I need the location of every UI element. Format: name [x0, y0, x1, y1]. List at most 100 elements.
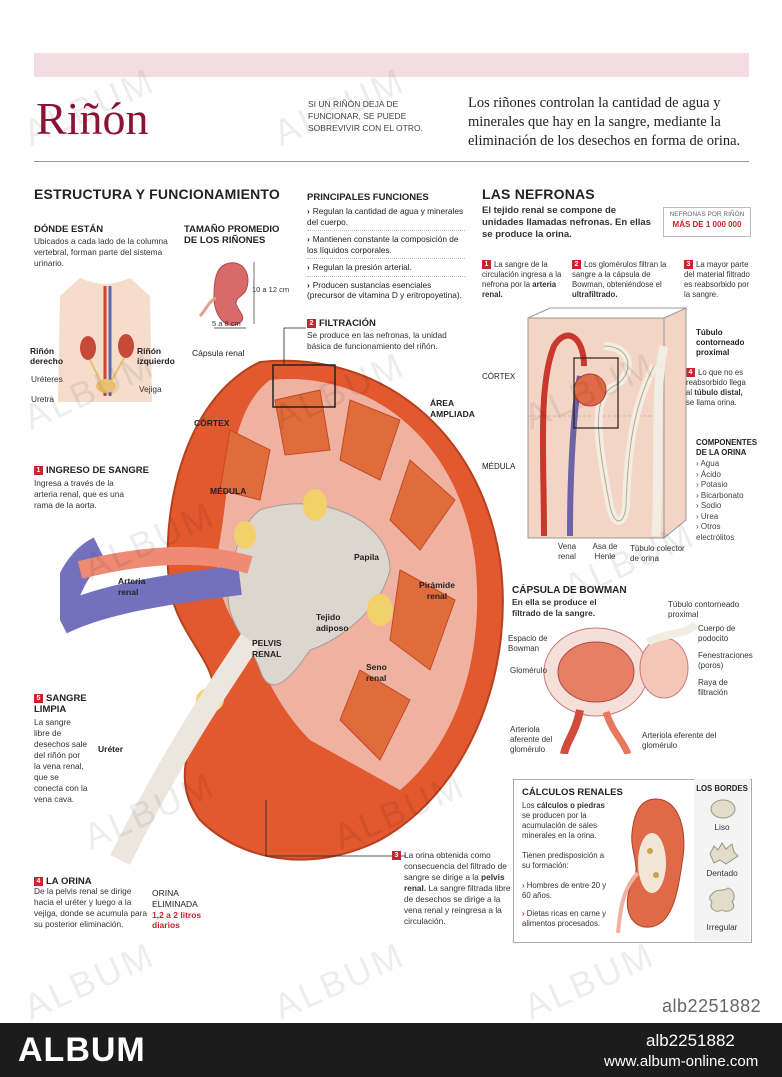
step-2-text: Se produce en las nefronas, la unidad bá…: [307, 330, 447, 351]
orina-eliminada-label: ORINA ELIMINADA: [152, 888, 198, 909]
label-ureter: Uréter: [98, 744, 124, 754]
step-5-text: La sangre libre de desechos sale del riñ…: [34, 717, 88, 804]
header-band: [34, 53, 749, 77]
funcion-item: Mantienen constante la composición de lo…: [307, 231, 465, 259]
label-rinon-derecho: Riñón derecho: [30, 346, 64, 366]
label-fenestraciones: Fenestraciones (poros): [698, 651, 753, 670]
step-1-text: Ingresa a través de la arteria renal, qu…: [34, 478, 124, 510]
tamano-title: TAMAÑO PROMEDIO DE LOS RIÑONES: [184, 224, 280, 246]
funcion-item: Regulan la cantidad de agua y minerales …: [307, 203, 465, 231]
footer-url[interactable]: www.album-online.com: [604, 1053, 759, 1070]
label-piramide-renal: Pirámide renal: [419, 580, 455, 601]
calculos-item: › Dietas ricas en carne y alimentos proc…: [522, 909, 607, 928]
label-vejiga: Vejiga: [139, 384, 162, 394]
torso-figure: [58, 278, 152, 402]
kidney-illustration: [60, 359, 504, 865]
orina-eliminada-value: 1,2 a 2 litros diarios: [152, 910, 202, 930]
label-tubulo-colector: Túbulo colector de orina: [630, 544, 685, 563]
label-cortex: CÓRTEX: [194, 418, 230, 428]
page-title: Riñón: [36, 93, 149, 144]
footer-logo: ALBUM: [18, 1031, 146, 1069]
label-vena-renal: Vena renal: [557, 542, 577, 561]
funciones-heading: PRINCIPALES FUNCIONES: [307, 192, 429, 203]
componentes-title: COMPONENTES DE LA ORINA: [696, 438, 758, 457]
calculos-box: [513, 779, 752, 943]
label-arteriola-eferente: Arteriola eferente del glomérulo: [642, 731, 717, 750]
size-width: 5 a 8 cm: [212, 319, 241, 328]
stone-dentado-icon: [709, 842, 739, 865]
bowman-illustration: [543, 622, 700, 754]
header-intro: Los riñones controlan la cantidad de agu…: [468, 95, 741, 149]
nefronas-heading: LAS NEFRONAS: [482, 186, 595, 202]
funcion-item: Producen sustancias esenciales (precurso…: [307, 277, 465, 304]
kidney-stones-figure: [616, 798, 685, 933]
label-pelvis-renal: PELVIS RENAL: [252, 638, 282, 659]
componente-item: › Agua: [696, 459, 720, 468]
footer-code: alb2251882: [646, 1031, 735, 1050]
label-espacio-bowman: Espacio de Bowman: [508, 634, 548, 653]
bowman-heading: CÁPSULA DE BOWMAN: [512, 585, 627, 596]
label-raya-filtracion: Raya de filtración: [698, 678, 728, 697]
componente-item: › Otros electrólitos: [696, 522, 735, 542]
watermark: ALBUM: [17, 933, 162, 1028]
label-area-ampliada: ÁREA AMPLIADA: [430, 398, 475, 419]
nefronas-count-value: MÁS DE 1 000 000: [672, 220, 742, 229]
componente-item: › Bicarbonato: [696, 490, 744, 500]
borde-dentado: Dentado: [706, 868, 738, 878]
footer-bar: ALBUM alb2251882 www.album-online.com: [0, 1023, 782, 1077]
nefronas-count-box: NEFRONAS POR RIÑÓN MÁS DE 1 000 000: [663, 207, 751, 237]
image-code: alb2251882: [662, 996, 762, 1016]
calculos-heading: CÁLCULOS RENALES: [522, 787, 623, 798]
funciones-list: Regulan la cantidad de agua y minerales …: [307, 203, 465, 304]
label-asa-henle: Asa de Henle: [592, 542, 618, 561]
leader-step-3: [265, 800, 406, 857]
componente-item: › Sodio: [696, 501, 722, 510]
label-medula: MÉDULA: [210, 486, 247, 496]
step-4-text: De la pelvis renal se dirige hacia el ur…: [34, 886, 148, 929]
donde-text: Ubicados a cada lado de la columna verte…: [34, 236, 168, 268]
label-papila: Papila: [354, 552, 380, 562]
header-note: Si un riñón deja de funcionar, se puede …: [308, 99, 423, 133]
calculos-pred: Tienen predisposición a su formación:: [522, 851, 605, 870]
componente-item: › Urea: [696, 511, 719, 521]
bowman-sub: En ella se produce el filtrado de la san…: [512, 597, 597, 618]
leader-filtracion: [283, 327, 306, 364]
watermark: ALBUM: [267, 933, 412, 1028]
funcion-item: Regulan la presión arterial.: [307, 259, 465, 277]
label-bowman-tubulo: Túbulo contorneado proximal: [668, 600, 740, 619]
header-divider: [34, 161, 749, 162]
label-tubulo-proximal: Túbulo contorneado proximal: [696, 328, 745, 357]
label-uretra: Uretra: [31, 394, 55, 404]
nephron-illustration: [527, 307, 687, 539]
componente-item: › Ácido: [696, 469, 721, 479]
kidney-size-figure: [198, 262, 255, 329]
label-glomerulo: Glomérulo: [510, 666, 547, 675]
label-tejido-adiposo: Tejido adiposo: [316, 612, 349, 633]
nefronas-count-label: NEFRONAS POR RIÑÓN: [669, 211, 745, 218]
label-arteria-renal: Arteria renal: [118, 576, 146, 597]
donde-title: DÓNDE ESTÁN: [34, 224, 104, 235]
watermark: ALBUM: [517, 933, 662, 1028]
borde-liso: Liso: [714, 822, 730, 832]
bordes-title: LOS BORDES: [696, 784, 748, 793]
label-seno-renal: Seno renal: [366, 662, 387, 683]
label-nefrona-medula: MÉDULA: [482, 462, 516, 471]
stone-irregular-icon: [709, 887, 735, 912]
calculos-item: › Hombres de entre 20 y 60 años.: [522, 881, 607, 900]
estructura-heading: ESTRUCTURA Y FUNCIONAMIENTO: [34, 186, 281, 202]
size-height: 10 a 12 cm: [252, 285, 290, 294]
label-rinon-izquierdo: Riñón izquierdo: [137, 346, 175, 366]
componente-item: › Potasio: [696, 480, 728, 489]
label-ureteres: Uréteres: [31, 374, 63, 384]
stone-liso-icon: [710, 799, 736, 819]
calculos-text: Los cálculos o piedras se producen por l…: [522, 801, 605, 840]
